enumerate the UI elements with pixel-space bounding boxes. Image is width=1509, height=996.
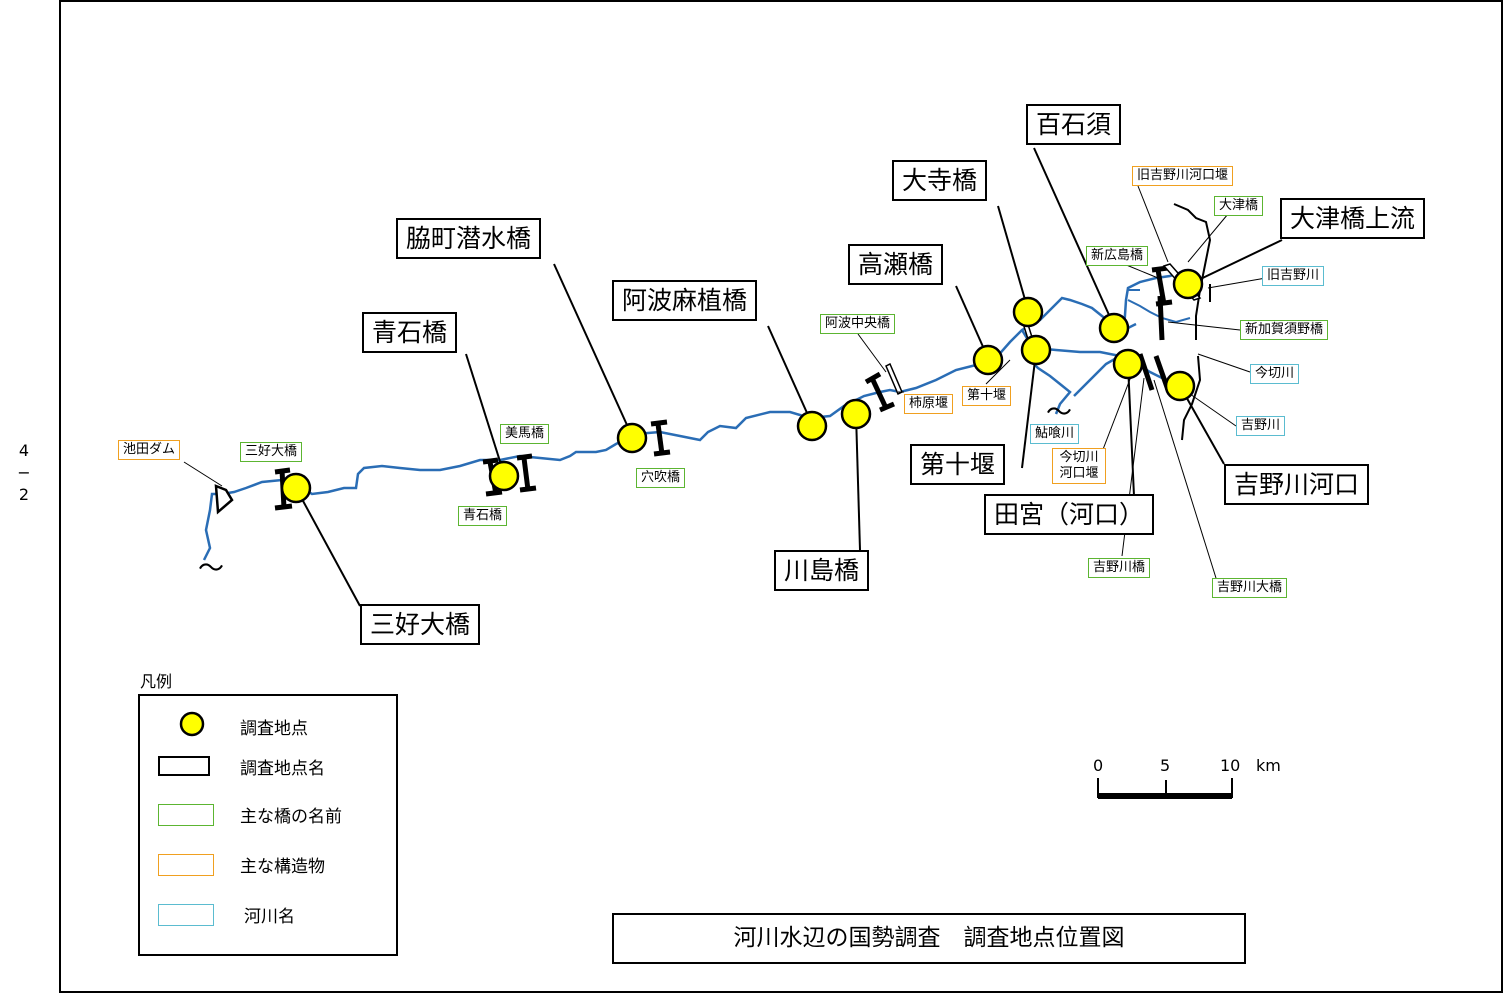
site-marker-daijuzeki <box>1020 334 1052 366</box>
site-marker-oodera <box>1012 296 1044 328</box>
site-label-daijuzeki: 第十堰 <box>910 444 1006 485</box>
bridge-tag-yoshinogawa-ohashi: 吉野川大橋 <box>1212 578 1288 598</box>
map-title: 河川水辺の国勢調査 調査地点位置図 <box>612 913 1246 964</box>
legend-orange-box-icon <box>158 854 214 876</box>
page-number: 4 − 2 <box>17 441 31 504</box>
structure-tag-ikeda-dam: 池田ダム <box>118 440 181 460</box>
scale-unit: km <box>1256 756 1281 775</box>
scale-bar <box>1097 778 1233 799</box>
bridge-tag-ootsu: 大津橋 <box>1214 196 1264 216</box>
map-frame <box>59 0 1503 993</box>
site-marker-kawashima <box>840 398 872 430</box>
river-tag-imakiri: 今切川 <box>1250 364 1300 384</box>
legend-cyan-box-icon <box>158 904 214 926</box>
structure-tag-imakiri-weir: 今切川河口堰 <box>1052 448 1106 484</box>
site-marker-momoishisu <box>1098 312 1130 344</box>
wavy-mark-upstream: ～ <box>198 554 225 584</box>
wavy-mark-ayukui: ～ <box>1046 398 1073 428</box>
scale-tick-5: 5 <box>1160 756 1171 775</box>
site-label-takase: 高瀬橋 <box>848 244 944 285</box>
structure-tag-daijuzeki: 第十堰 <box>962 386 1012 406</box>
bridge-tag-mima: 美馬橋 <box>500 424 550 444</box>
legend-title: 凡例 <box>140 672 173 691</box>
river-imakiri <box>1127 299 1191 324</box>
site-label-miyoshi-ohashi: 三好大橋 <box>360 604 481 645</box>
site-label-tamiya: 田宮（河口） <box>984 494 1155 535</box>
scale-tick-0: 0 <box>1093 756 1104 775</box>
site-label-oodera: 大寺橋 <box>892 160 988 201</box>
site-marker-aoishi <box>488 460 520 492</box>
bridge-icons <box>274 265 1173 511</box>
bridge-tag-yoshinogawa: 吉野川橋 <box>1088 558 1151 578</box>
scale-tick-10: 10 <box>1220 756 1241 775</box>
legend-green-box-icon <box>158 804 214 826</box>
bridge-tag-awa-chuo: 阿波中央橋 <box>820 314 896 334</box>
leader-lines <box>295 147 1283 607</box>
site-marker-ootsu <box>1172 268 1204 300</box>
bridge-tag-shin-kagasuno: 新加賀須野橋 <box>1240 320 1329 340</box>
bridge-tag-miyoshi: 三好大橋 <box>240 442 303 462</box>
river-tag-yoshino: 吉野川 <box>1236 416 1286 436</box>
site-label-kawashima: 川島橋 <box>774 550 870 591</box>
river-tag-ayukui: 鮎喰川 <box>1030 424 1080 444</box>
dam-icon <box>214 484 234 515</box>
structure-tag-kyu-yoshino-weir: 旧吉野川河口堰 <box>1132 166 1234 186</box>
site-label-awaoe: 阿波麻植橋 <box>612 280 758 321</box>
leader-lines-thin <box>183 185 1267 579</box>
site-label-wakimachi: 脇町潜水橋 <box>396 218 542 259</box>
site-label-momoishisu: 百石須 <box>1026 104 1122 145</box>
site-marker-takase <box>972 344 1004 376</box>
bridge-tag-shin-hiroshima: 新広島橋 <box>1086 246 1149 266</box>
bridge-tag-anabuki: 穴吹橋 <box>636 468 686 488</box>
site-marker-awaoe <box>796 410 828 442</box>
river-ayukui <box>1073 354 1121 397</box>
site-label-yoshino-kakou: 吉野川河口 <box>1224 464 1370 505</box>
coast-line-2 <box>1181 355 1202 441</box>
site-label-aoishi: 青石橋 <box>362 312 458 353</box>
site-marker-kakou <box>1164 370 1196 402</box>
site-label-ootsu-upstream: 大津橋上流 <box>1280 198 1426 239</box>
site-marker-wakimachi <box>616 422 648 454</box>
river-tag-kyu-yoshino: 旧吉野川 <box>1262 266 1325 286</box>
site-marker-tamiya <box>1112 348 1144 380</box>
site-marker-miyoshi <box>280 472 312 504</box>
survey-site-markers <box>280 268 1204 504</box>
coast-line <box>1173 203 1212 340</box>
structure-tag-kakihara-weir: 柿原堰 <box>904 394 954 414</box>
legend-circle-icon <box>179 711 205 737</box>
legend-black-box-icon <box>158 756 210 776</box>
bridge-tag-aoishi: 青石橋 <box>458 506 508 526</box>
legend: 調査地点 調査地点名 主な橋の名前 主な構造物 河川名 <box>138 694 398 956</box>
